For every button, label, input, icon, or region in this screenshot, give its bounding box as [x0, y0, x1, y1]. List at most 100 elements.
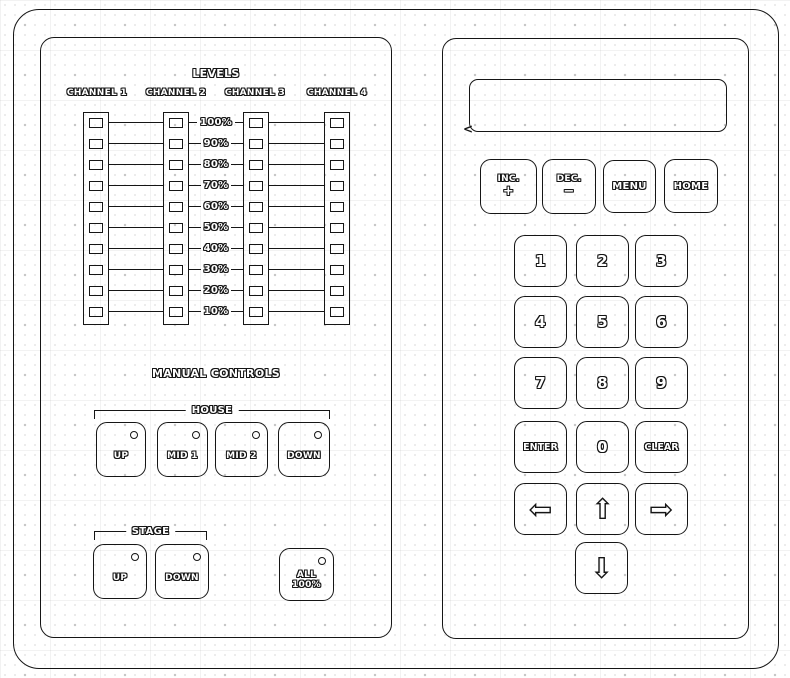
- digit-8-button[interactable]: 8: [576, 357, 629, 409]
- led-indicator: [169, 181, 183, 191]
- percent-label: 80%: [203, 158, 229, 170]
- percent-label: 60%: [203, 200, 229, 212]
- level-line: [109, 122, 163, 123]
- level-line: [109, 164, 163, 165]
- led-indicator: [89, 181, 103, 191]
- dec-button[interactable]: DEC. −: [542, 159, 596, 214]
- led-indicator: [330, 181, 344, 191]
- level-line: [109, 206, 163, 207]
- arrow-left-icon: ⇦: [528, 491, 553, 526]
- house-down-button[interactable]: DOWN: [278, 422, 330, 477]
- all-100-button[interactable]: ALL 100%: [279, 548, 334, 601]
- stage-up-button[interactable]: UP: [93, 544, 147, 599]
- level-line: [109, 227, 163, 228]
- led-indicator: [330, 265, 344, 275]
- led-indicator: [169, 307, 183, 317]
- stage-down-button[interactable]: DOWN: [155, 544, 209, 599]
- led-dot: [314, 431, 322, 439]
- stage-group-label: STAGE: [125, 525, 176, 537]
- led-indicator: [169, 244, 183, 254]
- house-mid2-button[interactable]: MID 2: [215, 422, 268, 477]
- digit-2-button[interactable]: 2: [576, 235, 629, 287]
- led-dot: [193, 553, 201, 561]
- led-indicator: [169, 202, 183, 212]
- digit-9-button[interactable]: 9: [635, 357, 688, 409]
- menu-button[interactable]: MENU: [603, 160, 656, 213]
- led-indicator: [89, 202, 103, 212]
- enter-button[interactable]: ENTER: [514, 421, 567, 473]
- percent-label: 20%: [203, 284, 229, 296]
- house-group-bracket: HOUSE: [94, 404, 330, 419]
- led-indicator: [249, 118, 263, 128]
- arrow-down-icon: ⇩: [589, 550, 614, 585]
- led-indicator: [330, 139, 344, 149]
- channel-1-label: CHANNEL 1: [66, 88, 128, 98]
- led-indicator: [330, 160, 344, 170]
- channel-4-label: CHANNEL 4: [306, 88, 368, 98]
- digit-5-button[interactable]: 5: [576, 296, 629, 348]
- plus-icon: +: [502, 184, 515, 200]
- led-indicator: [169, 139, 183, 149]
- channel-2-label: CHANNEL 2: [145, 88, 207, 98]
- home-button[interactable]: HOME: [664, 159, 718, 213]
- arrow-down-button[interactable]: ⇩: [575, 542, 628, 594]
- level-line: [269, 206, 324, 207]
- level-line: [269, 122, 324, 123]
- percent-label: 30%: [203, 263, 229, 275]
- levels-panel: LEVELS CHANNEL 1 CHANNEL 2 CHANNEL 3 CHA…: [40, 37, 392, 638]
- level-row-50: 50%: [109, 222, 324, 233]
- led-indicator: [169, 160, 183, 170]
- led-indicator: [89, 244, 103, 254]
- arrow-right-icon: ⇨: [649, 491, 674, 526]
- zero-button[interactable]: 0: [576, 421, 629, 473]
- lcd-display: [469, 79, 727, 132]
- percent-label: 50%: [203, 221, 229, 233]
- digit-3-button[interactable]: 3: [635, 235, 688, 287]
- outer-frame: [13, 9, 779, 669]
- level-row-70: 70%: [109, 180, 324, 191]
- channel-1-ladder: [83, 112, 109, 325]
- led-indicator: [249, 139, 263, 149]
- level-line: [109, 143, 163, 144]
- led-indicator: [249, 244, 263, 254]
- manual-controls-title: MANUAL CONTROLS: [152, 367, 280, 380]
- display-cursor-arrow-icon: <: [463, 122, 474, 136]
- level-line: [269, 311, 324, 312]
- digit-4-button[interactable]: 4: [514, 296, 567, 348]
- led-indicator: [330, 118, 344, 128]
- led-indicator: [249, 223, 263, 233]
- level-row-10: 10%: [109, 306, 324, 317]
- percent-label: 100%: [199, 116, 233, 128]
- channel-3-ladder: [243, 112, 269, 325]
- led-indicator: [89, 118, 103, 128]
- led-indicator: [249, 307, 263, 317]
- led-dot: [131, 553, 139, 561]
- led-indicator: [169, 286, 183, 296]
- house-up-button[interactable]: UP: [96, 422, 146, 477]
- clear-button[interactable]: CLEAR: [635, 421, 688, 473]
- level-row-100: 100%: [109, 117, 324, 128]
- level-row-90: 90%: [109, 138, 324, 149]
- level-row-60: 60%: [109, 201, 324, 212]
- level-line: [109, 185, 163, 186]
- level-line: [269, 269, 324, 270]
- arrow-left-button[interactable]: ⇦: [514, 483, 567, 535]
- channel-4-ladder: [324, 112, 350, 325]
- arrow-right-button[interactable]: ⇨: [635, 483, 688, 535]
- digit-6-button[interactable]: 6: [635, 296, 688, 348]
- led-dot: [252, 431, 260, 439]
- level-line: [109, 290, 163, 291]
- arrow-up-button[interactable]: ⇧: [576, 483, 629, 535]
- level-row-80: 80%: [109, 159, 324, 170]
- inc-button[interactable]: INC. +: [480, 159, 537, 214]
- digit-1-button[interactable]: 1: [514, 235, 567, 287]
- led-dot: [318, 557, 326, 565]
- led-indicator: [249, 202, 263, 212]
- level-row-40: 40%: [109, 243, 324, 254]
- levels-title: LEVELS: [192, 67, 240, 80]
- digit-7-button[interactable]: 7: [514, 357, 567, 409]
- arrow-up-icon: ⇧: [590, 491, 615, 526]
- house-mid1-button[interactable]: MID 1: [157, 422, 208, 477]
- minus-icon: −: [563, 184, 575, 200]
- level-line: [269, 227, 324, 228]
